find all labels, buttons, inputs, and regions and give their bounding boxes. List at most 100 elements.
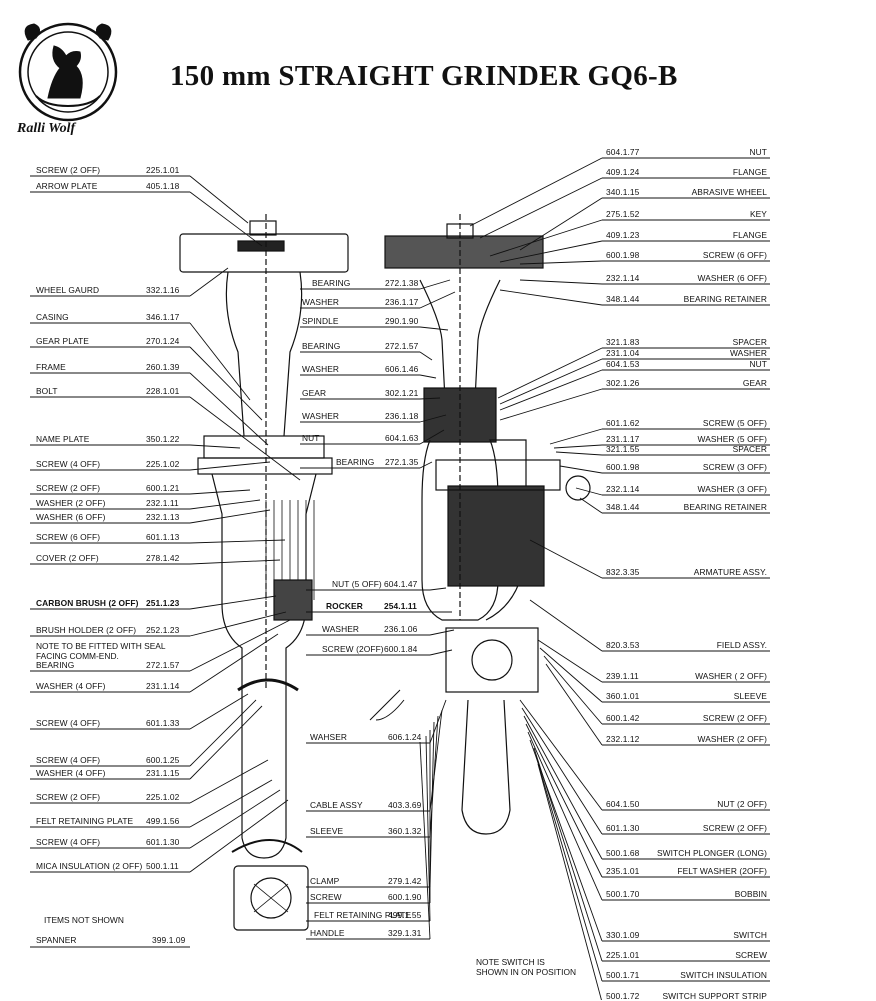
leader-line bbox=[189, 595, 277, 610]
right-part-name: SWITCH SUPPORT STRIP bbox=[662, 991, 767, 1001]
leader-line bbox=[429, 587, 447, 591]
leader-line bbox=[419, 429, 445, 445]
leader-line bbox=[499, 289, 603, 306]
leader-line bbox=[419, 374, 437, 379]
left-part-code: 272.1.57 bbox=[146, 660, 180, 670]
right-part-name: SLEEVE bbox=[733, 691, 767, 701]
left-part-name: MICA INSULATION (2 OFF) bbox=[36, 861, 143, 871]
leader-line bbox=[189, 619, 291, 672]
left-part-name: COVER (2 OFF) bbox=[36, 553, 99, 563]
right-part-name: WASHER bbox=[729, 348, 767, 358]
right-part-name: BEARING RETAINER bbox=[683, 502, 767, 512]
leader-line bbox=[419, 351, 433, 361]
right-part-name: KEY bbox=[749, 209, 767, 219]
leader-line bbox=[189, 267, 229, 297]
left-part-code: 500.1.11 bbox=[146, 861, 179, 871]
center-part-code: 600.1.84 bbox=[384, 644, 418, 654]
leader-line bbox=[189, 322, 251, 401]
right-part-code: 232.1.14 bbox=[606, 273, 640, 283]
right-part-code: 832.3.35 bbox=[606, 567, 640, 577]
right-part-name: FELT WASHER (2OFF) bbox=[677, 866, 767, 876]
left-part-code: 601.1.13 bbox=[146, 532, 180, 542]
right-part-code: 232.1.12 bbox=[606, 734, 640, 744]
leader-line bbox=[497, 347, 603, 399]
leader-line bbox=[429, 629, 455, 636]
left-part-name: NAME PLATE bbox=[36, 434, 90, 444]
leader-line bbox=[189, 396, 301, 481]
side-view-outline bbox=[179, 214, 349, 931]
leader-line bbox=[429, 721, 435, 888]
leader-line bbox=[535, 755, 603, 982]
leader-line bbox=[419, 397, 441, 400]
switch-note-line-1: NOTE SWITCH IS bbox=[476, 957, 545, 967]
center-part-code: 403.3.69 bbox=[388, 800, 422, 810]
center-part-name: BEARING bbox=[336, 457, 375, 467]
left-part-name: FELT RETAINING PLATE bbox=[36, 816, 134, 826]
leader-line bbox=[419, 461, 433, 469]
leader-line bbox=[425, 735, 431, 922]
left-part-code: 228.1.01 bbox=[146, 386, 180, 396]
center-part-name: ROCKER bbox=[326, 601, 363, 611]
left-part-name: CARBON BRUSH (2 OFF) bbox=[36, 598, 139, 608]
left-part-name: WASHER (2 OFF) bbox=[36, 498, 106, 508]
center-part-code: 606.1.46 bbox=[385, 364, 419, 374]
leader-line bbox=[419, 291, 456, 309]
leader-line bbox=[525, 723, 603, 878]
right-part-name: SWITCH bbox=[733, 930, 767, 940]
leader-line bbox=[419, 326, 449, 331]
leader-line bbox=[419, 414, 447, 423]
center-part-name: NUT bbox=[302, 433, 320, 443]
leader-line bbox=[189, 489, 251, 495]
right-part-code: 604.1.53 bbox=[606, 359, 640, 369]
leader-line bbox=[189, 789, 281, 849]
leader-line bbox=[189, 539, 286, 544]
center-part-name: SLEEVE bbox=[310, 826, 344, 836]
leader-line bbox=[549, 428, 603, 445]
right-part-code: 330.1.09 bbox=[606, 930, 640, 940]
right-part-code: 604.1.77 bbox=[606, 147, 640, 157]
right-part-name: SCREW bbox=[735, 950, 767, 960]
leader-line bbox=[579, 497, 603, 514]
left-part-name: SCREW (4 OFF) bbox=[36, 459, 101, 469]
spanner-code: 399.1.09 bbox=[152, 935, 186, 945]
right-part-code: 232.1.14 bbox=[606, 484, 640, 494]
leader-line bbox=[189, 693, 249, 730]
center-part-name: NUT (5 OFF) bbox=[332, 579, 382, 589]
right-part-name: SWITCH PLONGER (LONG) bbox=[656, 848, 767, 858]
brand-name: Ralli Wolf bbox=[17, 121, 76, 136]
center-part-name: WASHER bbox=[302, 297, 340, 307]
right-part-code: 340.1.15 bbox=[606, 187, 640, 197]
left-part-name: SCREW (2 OFF) bbox=[36, 483, 101, 493]
leader-line bbox=[189, 372, 269, 446]
right-part-name: SPACER bbox=[732, 337, 767, 347]
left-part-name: BOLT bbox=[36, 386, 58, 396]
right-part-name: GEAR bbox=[742, 378, 767, 388]
right-part-name: SCREW (5 OFF) bbox=[702, 418, 767, 428]
right-part-name: NUT (2 OFF) bbox=[717, 799, 767, 809]
center-part-name: SCREW (2OFF) bbox=[322, 644, 384, 654]
right-part-name: SCREW (3 OFF) bbox=[702, 462, 767, 472]
leader-line bbox=[189, 346, 263, 421]
left-part-code: 231.1.14 bbox=[146, 681, 180, 691]
right-part-name: ABRASIVE WHEEL bbox=[691, 187, 767, 197]
leader-line bbox=[189, 444, 241, 449]
right-part-name: BEARING RETAINER bbox=[683, 294, 767, 304]
right-part-name: FIELD ASSY. bbox=[716, 640, 767, 650]
right-part-name: WASHER (3 OFF) bbox=[697, 484, 767, 494]
leader-line bbox=[575, 487, 603, 496]
leader-line bbox=[419, 279, 451, 290]
left-part-name: SCREW (2 OFF) bbox=[36, 165, 101, 175]
right-part-name: WASHER (6 OFF) bbox=[697, 273, 767, 283]
left-part-name: SCREW (4 OFF) bbox=[36, 837, 101, 847]
right-part-name: BOBBIN bbox=[734, 889, 767, 899]
center-part-code: 236.1.18 bbox=[385, 411, 419, 421]
right-part-code: 601.1.30 bbox=[606, 823, 640, 833]
right-part-code: 600.1.42 bbox=[606, 713, 640, 723]
center-part-code: 272.1.35 bbox=[385, 457, 419, 467]
leader-line bbox=[527, 731, 603, 901]
right-part-code: 601.1.62 bbox=[606, 418, 640, 428]
right-part-code: 360.1.01 bbox=[606, 691, 640, 701]
left-part-code: 232.1.11 bbox=[146, 498, 179, 508]
center-part-code: 302.1.21 bbox=[385, 388, 419, 398]
left-part-name: FRAME bbox=[36, 362, 66, 372]
